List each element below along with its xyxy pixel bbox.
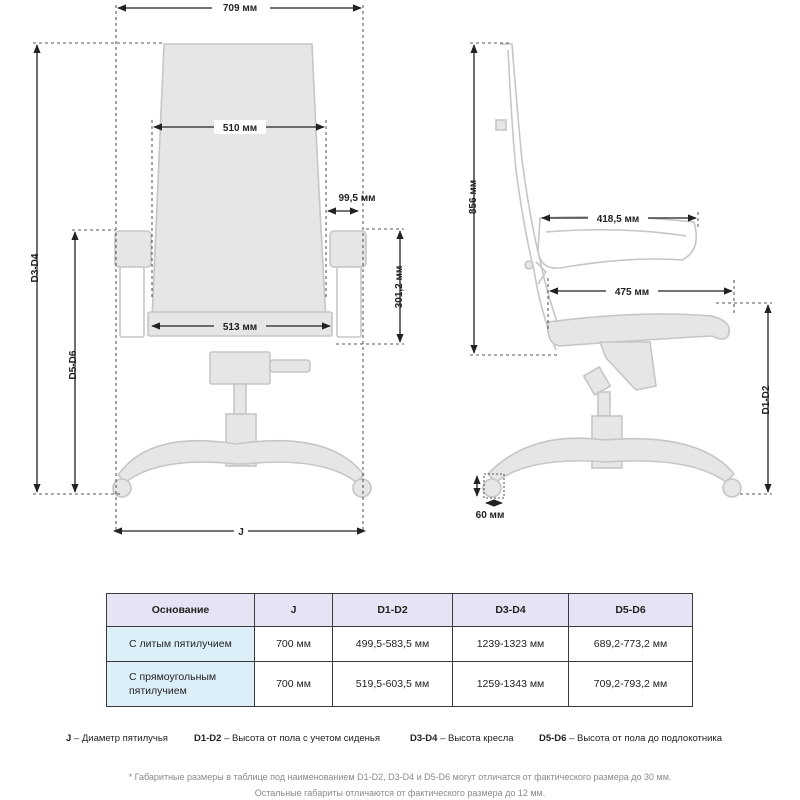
side-base xyxy=(486,437,736,484)
side-mechanism xyxy=(598,341,657,391)
table-header-d3d4: D3-D4 xyxy=(452,593,569,627)
table-cell-d5d6: 689,2-773,2 мм xyxy=(568,626,693,662)
table-cell-d1d2: 519,5-603,5 мм xyxy=(332,661,453,707)
table-row: С прямоугольным пятилучием 700 мм 519,5-… xyxy=(106,661,693,707)
legend-item-d5d6: D5-D6 – Высота от пола до подлокотника xyxy=(539,733,723,744)
front-armrest-right-post xyxy=(336,266,362,338)
front-armrest-right xyxy=(329,230,367,268)
base-diameter-label: J xyxy=(238,527,244,538)
front-column xyxy=(233,383,247,415)
table-header-j: J xyxy=(254,593,333,627)
front-armrest-left-post xyxy=(119,266,145,338)
table-header-base: Основание xyxy=(106,593,255,627)
front-caster-left xyxy=(112,478,132,498)
backrest-width-label: 510 мм xyxy=(223,123,257,134)
seat-width-label: 513 мм xyxy=(223,322,257,333)
front-mechanism xyxy=(209,351,271,385)
armrest-height-label: 301,2 мм xyxy=(394,266,405,309)
dimensions-table: Основание J D1-D2 D3-D4 D5-D6 С литым пя… xyxy=(106,593,693,707)
front-caster-right xyxy=(352,478,372,498)
seat-floor-label: D1-D2 xyxy=(761,385,772,414)
armrest-floor-label: D5-D6 xyxy=(68,350,79,379)
front-dimension-labels: 709 мм 510 мм 99,5 мм 301,2 мм 513 мм D3… xyxy=(30,0,405,538)
tolerance-note-2: Остальные габариты отличаются от фактиче… xyxy=(254,788,546,798)
tolerance-note-1: * Габаритные размеры в таблице под наиме… xyxy=(128,772,672,782)
total-height-label: D3-D4 xyxy=(30,253,41,282)
table-cell-d1d2: 499,5-583,5 мм xyxy=(332,626,453,662)
table-header-row: Основание J D1-D2 D3-D4 D5-D6 xyxy=(106,593,693,627)
table-cell-j: 700 мм xyxy=(254,626,333,662)
side-view-chair xyxy=(482,43,742,498)
seat-depth-upper-label: 418,5 мм xyxy=(597,214,640,225)
side-caster-right xyxy=(722,478,742,498)
side-backrest-frame xyxy=(500,43,567,347)
table-header-d5d6: D5-D6 xyxy=(568,593,693,627)
table-row-label: С литым пятилучием xyxy=(106,626,255,662)
table-cell-d5d6: 709,2-793,2 мм xyxy=(568,661,693,707)
overall-width-label: 709 мм xyxy=(223,3,257,14)
chair-dimension-drawing: 709 мм 510 мм 99,5 мм 301,2 мм 513 мм D3… xyxy=(30,0,772,538)
dimension-legend: J – Диаметр пятилучья D1-D2 – Высота от … xyxy=(0,733,800,747)
legend-item-d1d2: D1-D2 – Высота от пола с учетом сиденья xyxy=(194,733,381,744)
side-column xyxy=(597,391,611,417)
seat-depth-label: 475 мм xyxy=(615,287,649,298)
side-caster-left xyxy=(482,478,502,498)
legend-item-j: J – Диаметр пятилучья xyxy=(66,733,168,744)
front-view-chair xyxy=(112,43,372,498)
side-headrest-grip xyxy=(495,119,507,131)
front-base-star xyxy=(116,439,366,484)
backrest-height-label: 856 мм xyxy=(468,180,479,214)
armrest-offset-label: 99,5 мм xyxy=(338,193,375,204)
legend-item-d3d4: D3-D4 – Высота кресла xyxy=(410,733,514,744)
front-armrest-left xyxy=(114,230,152,268)
table-cell-d3d4: 1239-1323 мм xyxy=(452,626,569,662)
table-header-d1d2: D1-D2 xyxy=(332,593,453,627)
table-cell-d3d4: 1259-1343 мм xyxy=(452,661,569,707)
dimensions-table-wrap: Основание J D1-D2 D3-D4 D5-D6 С литым пя… xyxy=(106,593,693,707)
table-row-label: С прямоугольным пятилучием xyxy=(106,661,255,707)
table-row: С литым пятилучием 700 мм 499,5-583,5 мм… xyxy=(106,626,693,662)
front-lever xyxy=(269,359,311,373)
caster-size-label: 60 мм xyxy=(476,510,505,521)
side-tilt-lever xyxy=(582,365,612,397)
table-cell-j: 700 мм xyxy=(254,661,333,707)
side-seat xyxy=(546,313,731,347)
side-dimension-labels: 856 мм 418,5 мм 475 мм D1-D2 60 мм xyxy=(468,180,772,521)
front-backrest xyxy=(151,43,327,321)
side-knob xyxy=(524,260,534,270)
